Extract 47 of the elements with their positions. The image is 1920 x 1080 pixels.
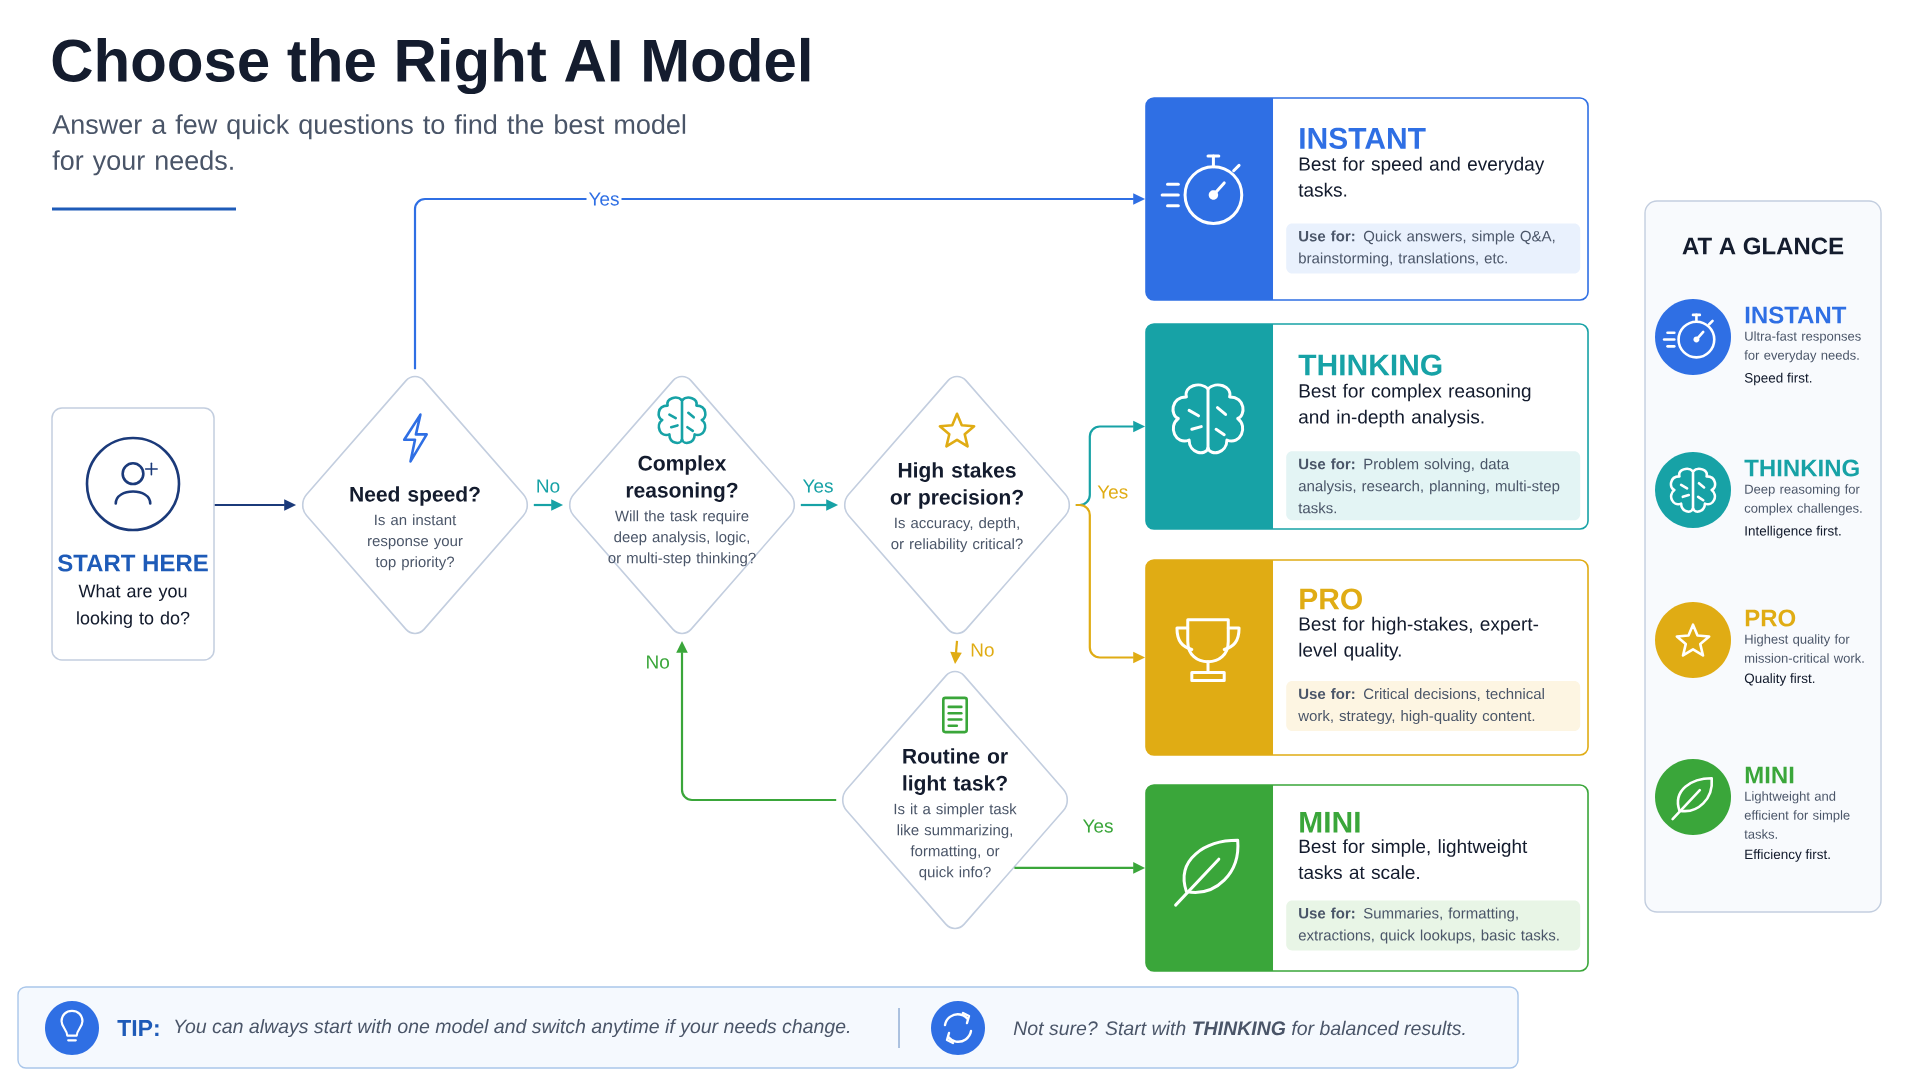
model-tagline: Efficiency first. [1745, 849, 1830, 862]
question-heading: Routine or light task? [903, 748, 1008, 795]
card-description: Best for simple, lightweight tasks at scale. [1298, 839, 1528, 880]
model-name: PRO [1745, 609, 1796, 627]
question-text: Is an instant response your top priority? [368, 514, 463, 571]
tip-text: Not sure? Start with THINKING for balanced results. [1013, 1020, 1465, 1036]
question-heading: Need speed? [350, 486, 480, 506]
card-heading: THINKING [1298, 354, 1442, 376]
model-name: INSTANT [1745, 306, 1847, 324]
question-heading: High stakes or precision? [890, 462, 1023, 509]
card-heading: MINI [1300, 811, 1360, 833]
card-heading: INSTANT [1300, 127, 1426, 150]
model-summary: Lightweight and efficient for simple tasks. [1744, 791, 1850, 839]
model-name: MINI [1745, 766, 1794, 784]
question-heading: Complex reasoning? [626, 455, 738, 502]
card-heading: PRO [1300, 588, 1362, 610]
model-tagline: Speed first. [1744, 372, 1812, 386]
card-description: Best for high-stakes, expert-level quality. [1299, 616, 1539, 661]
edge-label: No [533, 477, 563, 495]
edge-label: Yes [800, 477, 836, 495]
edge-label: Yes [586, 190, 622, 208]
panel-heading: AT A GLANCE [1682, 237, 1844, 255]
use-for-panel: Use for: Summaries, formatting, extractions, quick lookups, basic tasks. [1286, 900, 1581, 951]
start-text: What are you looking to do? [77, 584, 190, 628]
model-summary: Ultra-fast responses for everyday needs. [1744, 331, 1861, 363]
model-summary: Highest quality for mission-critical work. [1745, 634, 1864, 663]
edge-label: No [643, 653, 672, 671]
model-tagline: Quality first. [1744, 673, 1815, 686]
edge-label: Yes [1080, 817, 1116, 835]
model-tagline: Intelligence first. [1745, 525, 1841, 539]
question-text: Is accuracy, depth, or reliability critical? [891, 517, 1023, 553]
question-text: Will the task require deep analysis, logic, or multi-step thinking? [608, 510, 756, 567]
tip-label: TIP: [117, 1020, 159, 1036]
edge-label: Yes [1095, 483, 1131, 501]
card-description: Best for complex reasoning and in-depth analysis. [1299, 383, 1531, 428]
edge-label: No [968, 641, 997, 659]
use-for-panel: Use for: Quick answers, simple Q&A, brainstorming, translations, etc. [1286, 223, 1581, 274]
subtitle: Answer a few quick questions to find the best model for your needs. [52, 114, 686, 176]
model-name: THINKING [1744, 459, 1859, 477]
tip-text: You can always start with one model and switch anytime if your needs change. [175, 1018, 850, 1038]
start-heading: START HERE [57, 554, 208, 572]
use-for-panel: Use for: Critical decisions, technical work, strategy, high-quality content. [1286, 681, 1581, 732]
card-description: Best for speed and everyday tasks. [1298, 156, 1545, 197]
model-summary: Deep reasoming for complex challenges. [1744, 484, 1862, 516]
question-text: Is it a simpler task like summarizing, formatting, or quick info? [894, 803, 1017, 881]
use-for-panel: Use for: Problem solving, data analysis, research, planning, multi-step tasks. [1286, 451, 1581, 521]
title: Choose the Right AI Model [52, 37, 810, 95]
